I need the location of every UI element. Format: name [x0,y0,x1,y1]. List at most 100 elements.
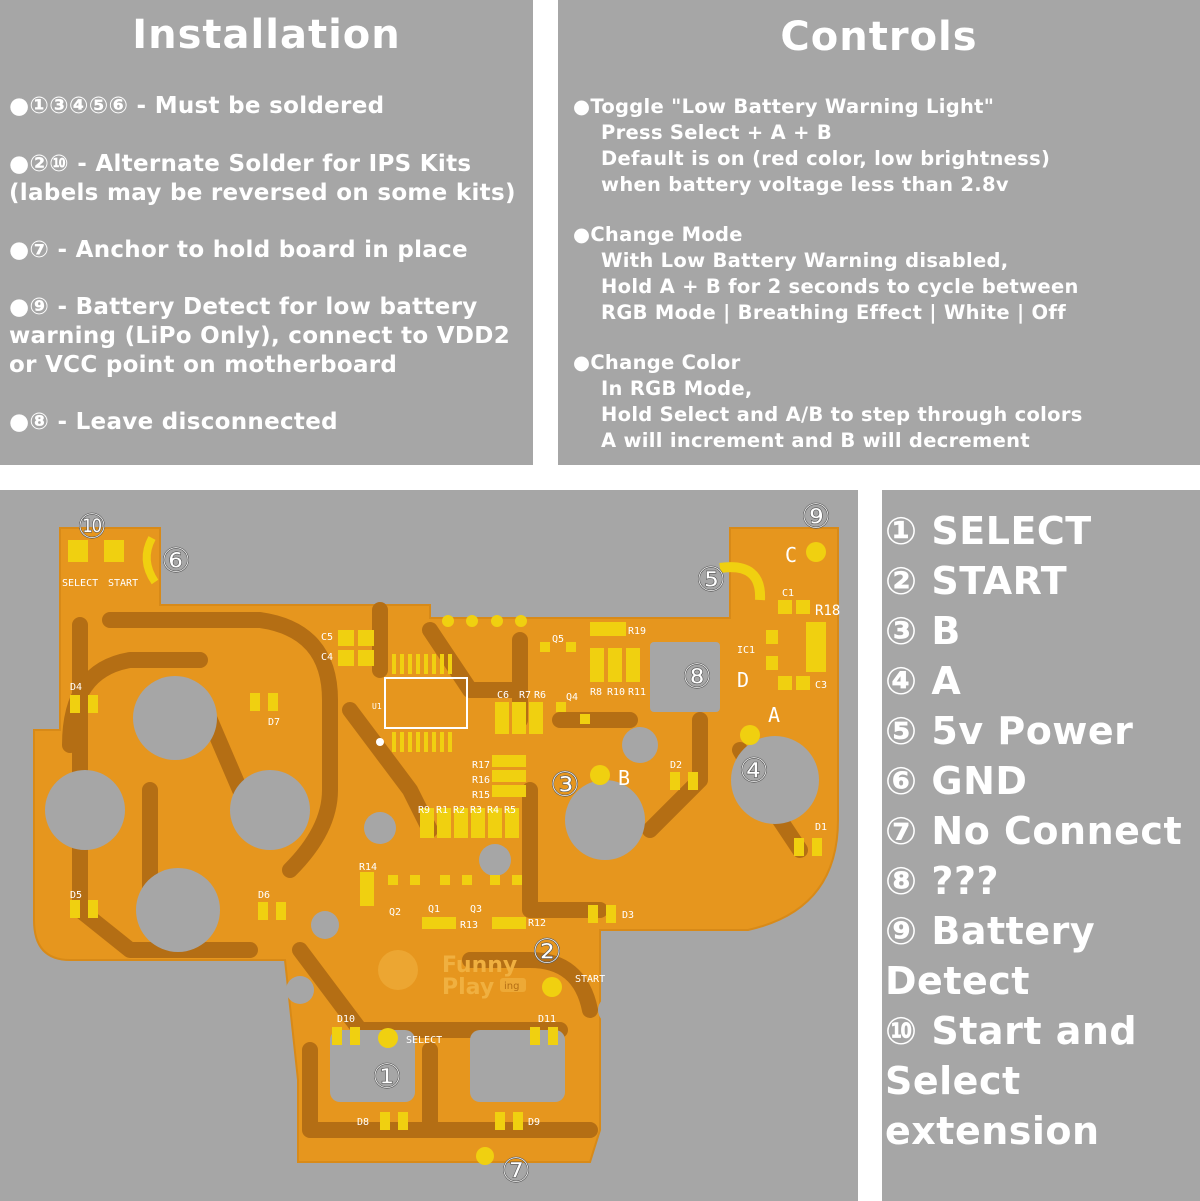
solder-pads [68,536,826,1165]
silk-r16: R16 [472,775,490,786]
controls-group-heading: ●Change Mode [573,223,743,246]
marker-7-no-connect: ⑦ [501,1151,531,1191]
legend-item-start: ② START [885,559,1068,603]
legend-item-no-connect: ⑦ No Connect [885,809,1183,853]
dpad-hole-left [45,770,125,850]
installation-item-anchor: ●⑦ - Anchor to hold board in place [9,237,468,263]
silk-c3: C3 [815,680,827,691]
silk-r8: R8 [590,687,602,698]
legend-item-unknown: ⑧ ??? [885,859,1000,903]
logo-badge: ing [504,981,519,992]
silk-b: B [618,766,630,790]
silk-r19: R19 [628,626,646,637]
small-hole-3 [479,844,511,876]
controls-group-line: Hold A + B for 2 seconds to cycle betwee… [601,275,1079,298]
silk-r14: R14 [359,862,377,873]
silk-d11: D11 [538,1014,556,1025]
controls-group-line: A will increment and B will decrement [601,429,1030,452]
silkscreen-labels: SELECT START SELECT START B A C D D1 D2 … [62,543,840,1128]
installation-item-must-solder: ●①③④⑤⑥ - Must be soldered [9,93,385,119]
silk-c4: C4 [321,652,333,663]
silk-r13: R13 [460,920,478,931]
gamepad-icon [378,950,418,990]
silk-r11: R11 [628,687,646,698]
silk-c6: C6 [497,690,509,701]
logo-text-line2: Play [442,975,494,1000]
a-button-hole [731,736,819,824]
controls-group-low-battery: ●Toggle "Low Battery Warning Light" Pres… [573,94,1193,198]
silk-r2: R2 [453,805,465,816]
silk-r17: R17 [472,760,490,771]
controls-group-change-mode: ●Change Mode With Low Battery Warning di… [573,222,1193,326]
marker-8-unknown: ⑧ [682,657,712,697]
silk-d7: D7 [268,717,280,728]
legend-item-5v-power: ⑤ 5v Power [885,709,1134,753]
silk-q4: Q4 [566,692,578,703]
silk-d4: D4 [70,682,82,693]
small-hole-1 [364,812,396,844]
silk-c: C [785,543,797,567]
marker-2-start: ② [532,932,562,972]
silk-r1: R1 [436,805,448,816]
controls-group-line: Press Select + A + B [601,121,832,144]
legend-item-start-select-extension: ⑩ Start and Select extension [885,1009,1138,1153]
silk-d5: D5 [70,890,82,901]
silk-a: A [768,703,780,727]
silk-r18: R18 [815,603,840,619]
silk-r12: R12 [528,918,546,929]
silk-q2: Q2 [389,907,401,918]
silk-q3: Q3 [470,904,482,915]
silk-q1: Q1 [428,904,440,915]
silk-d3: D3 [622,910,634,921]
silk-r10: R10 [607,687,625,698]
legend-item-b: ③ B [885,609,961,653]
installation-panel: Installation ●①③④⑤⑥ - Must be soldered ●… [0,0,533,465]
controls-group-line: Hold Select and A/B to step through colo… [601,403,1083,426]
silk-d1: D1 [815,822,827,833]
silk-r5: R5 [504,805,516,816]
legend-item-a: ④ A [885,659,962,703]
controls-group-line: RGB Mode | Breathing Effect | White | Of… [601,301,1066,324]
silk-r7: R7 [519,690,531,701]
silk-r3: R3 [470,805,482,816]
controls-group-heading: ●Change Color [573,351,741,374]
dpad-hole-right [230,770,310,850]
board-panel: SELECT START SELECT START B A C D D1 D2 … [0,490,858,1201]
silk-r6: R6 [534,690,546,701]
silk-ic1: IC1 [737,645,755,656]
silk-start: START [575,974,605,985]
small-hole-4 [311,911,339,939]
marker-9-battery-detect: ⑨ [801,497,831,537]
installation-item-disconnected: ●⑧ - Leave disconnected [9,409,338,435]
mounting-holes [45,642,819,1102]
funnyplaying-logo: Funny Play ing [378,950,526,1000]
legend-item-battery-detect: ⑨ Battery Detect [885,909,1096,1003]
silk-d8: D8 [357,1117,369,1128]
controls-group-line: when battery voltage less than 2.8v [601,173,1009,196]
silk-c1: C1 [782,588,794,599]
silk-d2: D2 [670,760,682,771]
controls-group-line: Default is on (red color, low brightness… [601,147,1051,170]
u1-chip [376,654,468,752]
led-window [650,642,720,712]
silk-d10: D10 [337,1014,355,1025]
silk-q5: Q5 [552,634,564,645]
controls-panel: Controls ●Toggle "Low Battery Warning Li… [558,0,1200,465]
silk-r9: R9 [418,805,430,816]
marker-6-gnd: ⑥ [161,541,191,581]
small-hole-6 [598,996,626,1024]
silk-u1: U1 [372,702,382,711]
silk-d6: D6 [258,890,270,901]
silk-c5: C5 [321,632,333,643]
numbered-markers: ① ② ③ ④ ⑤ ⑥ ⑦ ⑧ ⑨ ⑩ [76,497,831,1192]
controls-title: Controls [780,14,978,60]
marker-3-b: ③ [550,765,580,805]
silk-select-top: SELECT [62,578,98,589]
pcb-outline [33,527,839,1163]
silk-r15: R15 [472,790,490,801]
marker-4-a: ④ [739,751,769,791]
silk-select: SELECT [406,1035,442,1046]
controls-group-line: With Low Battery Warning disabled, [601,249,1009,272]
controls-group-line: In RGB Mode, [601,377,753,400]
small-hole-5 [286,976,314,1004]
